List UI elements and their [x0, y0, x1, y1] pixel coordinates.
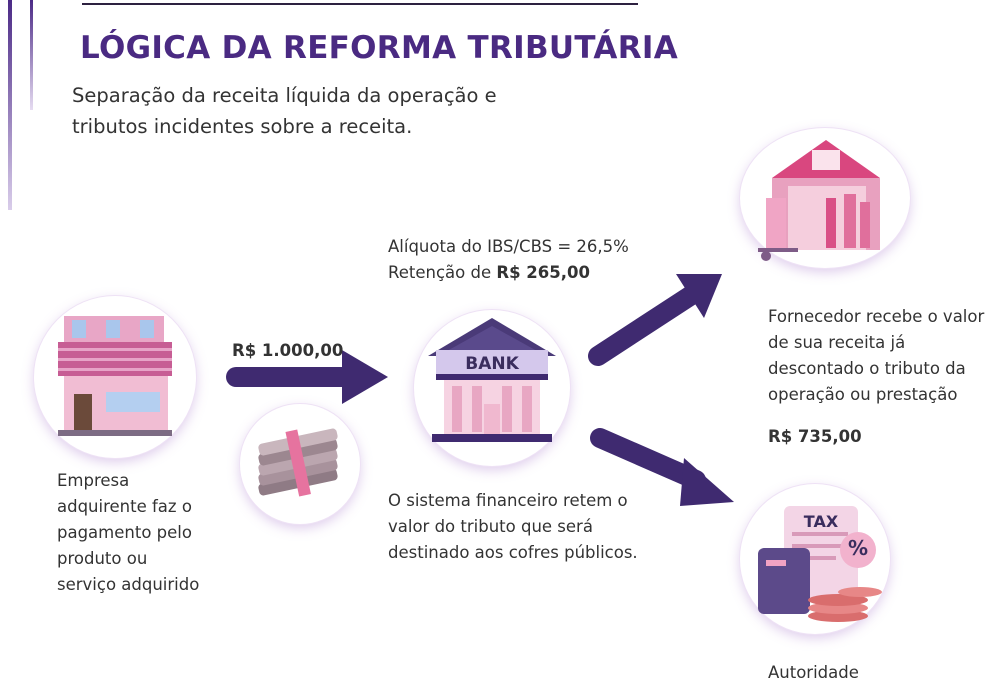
description-line: Fornecedor recebe o valor: [768, 307, 985, 326]
warehouse-icon: [758, 140, 880, 261]
arrow-payment: [226, 350, 388, 404]
supplier-description: Fornecedor recebe o valor de sua receita…: [768, 304, 998, 408]
money-circle: [240, 404, 360, 524]
page-subtitle: Separação da receita líquida da operação…: [72, 80, 632, 142]
warehouse-circle: [740, 128, 910, 268]
description-line: serviço adquirido: [57, 575, 200, 594]
store-circle: [34, 296, 196, 458]
description-line: de sua receita já: [768, 333, 906, 352]
tax-label: TAX: [803, 512, 839, 531]
page-title: LÓGICA DA REFORMA TRIBUTÁRIA: [80, 30, 678, 66]
tax-document-icon: [758, 506, 882, 622]
retention-line: Retenção de R$ 265,00: [388, 260, 708, 286]
retention-amount: R$ 265,00: [496, 263, 590, 282]
tax-circle: TAX %: [740, 484, 890, 634]
description-line: pagamento pelo: [57, 523, 192, 542]
bank-label: BANK: [465, 354, 519, 374]
payment-amount: R$ 1.000,00: [232, 341, 344, 360]
description-line: destinado aos cofres públicos.: [388, 543, 638, 562]
description-line: valor do tributo que será: [388, 517, 593, 536]
bank-circle: BANK: [414, 310, 570, 466]
bank-building-icon: [428, 318, 556, 442]
supplier-amount: R$ 735,00: [768, 427, 862, 446]
money-stack-icon: [258, 428, 338, 497]
decorative-stripe: [30, 0, 33, 110]
description-line: adquirente faz o: [57, 497, 192, 516]
store-icon: [58, 316, 172, 436]
rate-text: Alíquota do IBS/CBS = 26,5%: [388, 237, 629, 256]
top-divider: [82, 3, 638, 5]
retention-prefix: Retenção de: [388, 263, 497, 282]
arrow-supplier: [588, 274, 722, 366]
description-line: produto ou: [57, 549, 148, 568]
subtitle-line: Separação da receita líquida da operação…: [72, 84, 497, 107]
subtitle-line: tributos incidentes sobre a receita.: [72, 115, 413, 138]
percent-label: %: [847, 536, 869, 560]
bank-rate-info: Alíquota do IBS/CBS = 26,5% Retenção de …: [388, 234, 708, 286]
description-line: operação ou prestação: [768, 385, 958, 404]
payment-description: Empresa adquirente faz o pagamento pelo …: [57, 468, 247, 598]
decorative-stripe: [8, 0, 12, 210]
arrow-authority: [590, 428, 734, 506]
description-line: Empresa: [57, 471, 130, 490]
description-line: descontado o tributo da: [768, 359, 966, 378]
description-line: O sistema financeiro retem o: [388, 491, 628, 510]
bank-description: O sistema financeiro retem o valor do tr…: [388, 488, 688, 566]
authority-description: Autoridade: [768, 663, 859, 682]
